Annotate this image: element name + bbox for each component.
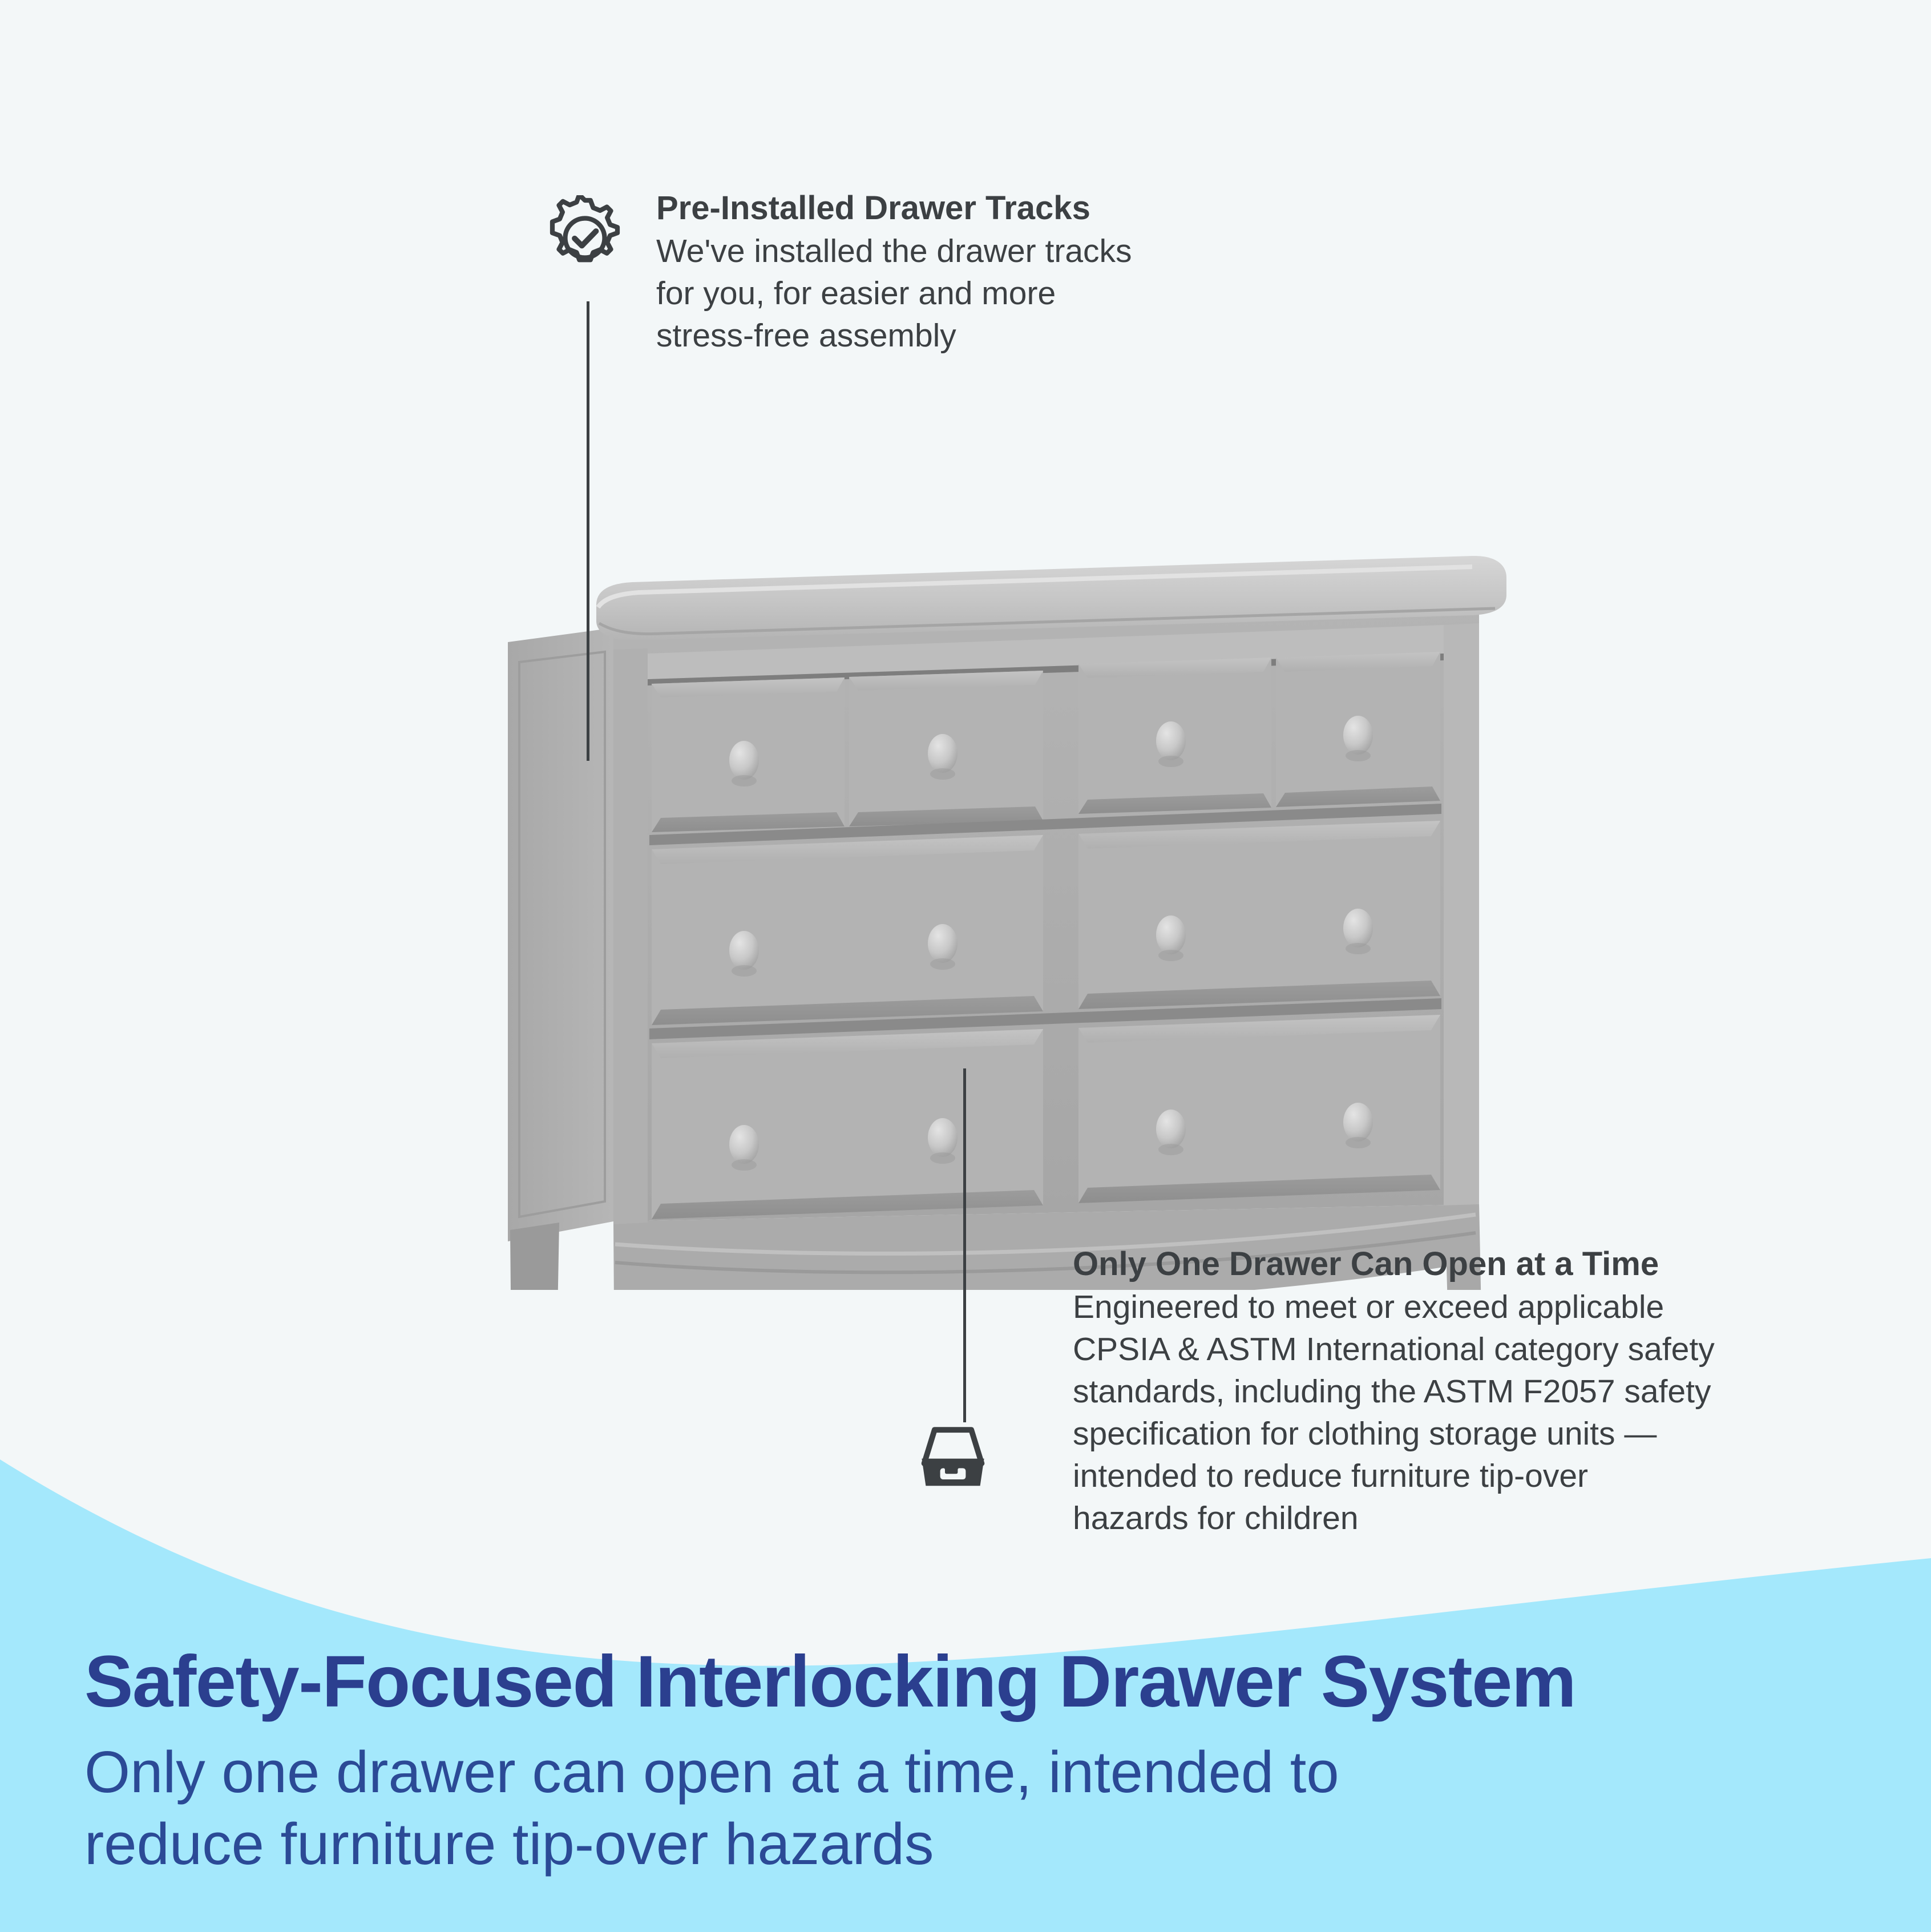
callout-desc-line: standards, including the ASTM F2057 safe… (1073, 1373, 1711, 1410)
banner-sub-line: Only one drawer can open at a time, inte… (84, 1739, 1339, 1805)
callout-desc-line: hazards for children (1073, 1500, 1359, 1537)
drawer-bottom-right (1078, 1015, 1440, 1203)
callout-desc-line: stress-free assembly (656, 317, 956, 354)
callout-body: Only One Drawer Can Open at a Time Engin… (1073, 1244, 1715, 1539)
drawer-top-1 (652, 677, 845, 832)
leader-line-drawer-tracks (587, 301, 589, 761)
drawer-top-3 (1078, 658, 1271, 814)
callout-title: Pre-Installed Drawer Tracks (656, 189, 1090, 227)
gear-check-icon (542, 192, 628, 284)
dresser-left-stile (613, 648, 648, 1224)
callout-desc-line: CPSIA & ASTM International category safe… (1073, 1330, 1715, 1368)
dresser-rail-2 (649, 998, 1441, 1039)
dresser-rail-1 (649, 804, 1441, 845)
callout-description: We've installed the drawer tracks for yo… (656, 230, 1132, 357)
dresser-right-stile (1444, 623, 1479, 1205)
callout-desc-line: Engineered to meet or exceed applicable (1073, 1288, 1665, 1325)
callout-title: Only One Drawer Can Open at a Time (1073, 1245, 1659, 1282)
drawer-top-2 (849, 671, 1043, 826)
open-drawer-icon (913, 1415, 993, 1498)
dresser-top-surface (596, 555, 1506, 641)
banner-sub-line: reduce furniture tip-over hazards (84, 1811, 934, 1877)
drawer-bottom-left (652, 1029, 1043, 1219)
bottom-banner-text: Safety-Focused Interlocking Drawer Syste… (84, 1641, 1842, 1880)
drawer-middle-right (1078, 821, 1440, 1009)
callout-desc-line: intended to reduce furniture tip-over (1073, 1458, 1589, 1495)
callout-desc-line: We've installed the drawer tracks (656, 232, 1132, 269)
product-image-dresser (508, 555, 1506, 1290)
drawer-middle-left (652, 835, 1043, 1025)
drawer-top-4 (1276, 652, 1440, 807)
bottom-banner-shape (0, 1459, 1931, 1932)
dresser-side-panel (508, 628, 613, 1241)
callout-desc-line: for you, for easier and more (656, 275, 1056, 312)
banner-headline: Safety-Focused Interlocking Drawer Syste… (84, 1641, 1577, 1723)
banner-subheadline: Only one drawer can open at a time, inte… (84, 1736, 1614, 1879)
callout-body: Pre-Installed Drawer Tracks We've instal… (656, 188, 1132, 357)
callout-desc-line: specification for clothing storage units… (1073, 1415, 1657, 1453)
leader-line-interlock (963, 1068, 966, 1422)
callout-description: Engineered to meet or exceed applicable … (1073, 1286, 1715, 1540)
